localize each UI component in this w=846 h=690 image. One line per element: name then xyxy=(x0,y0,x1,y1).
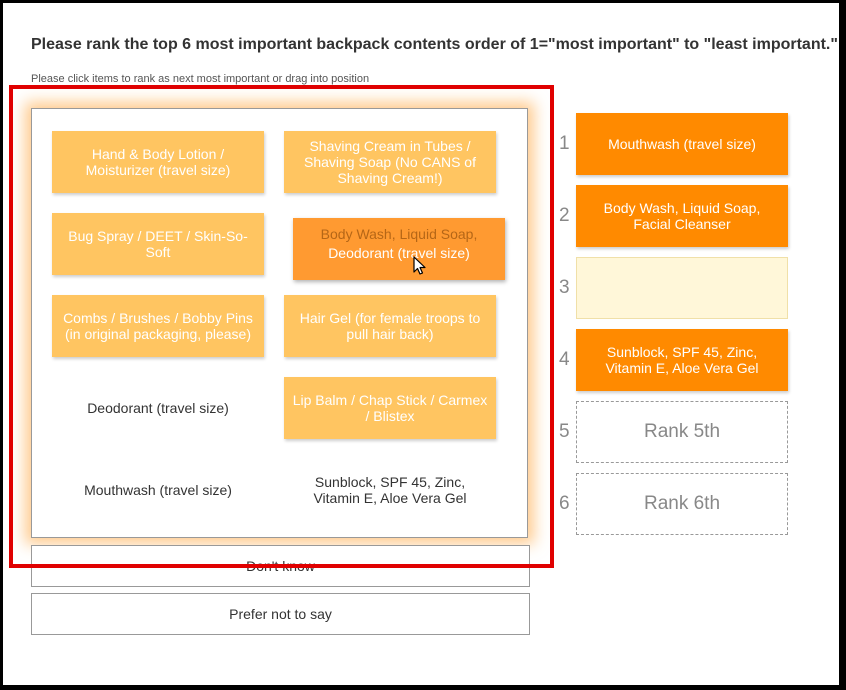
pool-item-shaving-cream[interactable]: Shaving Cream in Tubes / Shaving Soap (N… xyxy=(284,131,496,193)
dragging-item[interactable]: Body Wash, Liquid Soap, Deodorant (trave… xyxy=(293,218,505,280)
rank-slot-1[interactable]: Mouthwash (travel size) xyxy=(576,113,788,175)
pool-item-mouthwash[interactable]: Mouthwash (travel size) xyxy=(84,482,232,498)
pool-item-lotion[interactable]: Hand & Body Lotion / Moisturizer (travel… xyxy=(52,131,264,193)
rank-slot-6[interactable]: Rank 6th xyxy=(576,473,788,535)
rank-number-5: 5 xyxy=(559,421,570,442)
question-text: Please rank the top 6 most important bac… xyxy=(31,36,838,53)
pool-item-hair-gel[interactable]: Hair Gel (for female troops to pull hair… xyxy=(284,295,496,357)
rank-number-4: 4 xyxy=(559,349,570,370)
rank-slot-4[interactable]: Sunblock, SPF 45, Zinc, Vitamin E, Aloe … xyxy=(576,329,788,391)
instruction-text: Please click items to rank as next most … xyxy=(31,73,370,85)
dont-know-button[interactable]: Don't know xyxy=(31,545,530,587)
rank-number-1: 1 xyxy=(559,133,570,154)
pool-item-sunblock[interactable]: Sunblock, SPF 45, Zinc, Vitamin E, Aloe … xyxy=(313,474,467,506)
rank-number-6: 6 xyxy=(559,493,570,514)
dragging-item-label: Deodorant (travel size) xyxy=(328,245,470,261)
rank-slot-3[interactable] xyxy=(576,257,788,319)
mouse-cursor-icon xyxy=(413,256,426,275)
pool-item-lip-balm[interactable]: Lip Balm / Chap Stick / Carmex / Blistex xyxy=(284,377,496,439)
rank-slot-2[interactable]: Body Wash, Liquid Soap, Facial Cleanser xyxy=(576,185,788,247)
rank-number-3: 3 xyxy=(559,277,570,298)
prefer-not-to-say-button[interactable]: Prefer not to say xyxy=(31,593,530,635)
rank-number-2: 2 xyxy=(559,205,570,226)
survey-frame: Please rank the top 6 most important bac… xyxy=(3,3,839,685)
item-pool: Hand & Body Lotion / Moisturizer (travel… xyxy=(31,108,528,538)
rank-slot-5[interactable]: Rank 5th xyxy=(576,401,788,463)
pool-item-combs[interactable]: Combs / Brushes / Bobby Pins (in origina… xyxy=(52,295,264,357)
pool-item-bug-spray[interactable]: Bug Spray / DEET / Skin-So-Soft xyxy=(52,213,264,275)
placeholder-item-body-wash: Body Wash, Liquid Soap, xyxy=(320,226,478,242)
pool-item-deodorant[interactable]: Deodorant (travel size) xyxy=(87,400,229,416)
